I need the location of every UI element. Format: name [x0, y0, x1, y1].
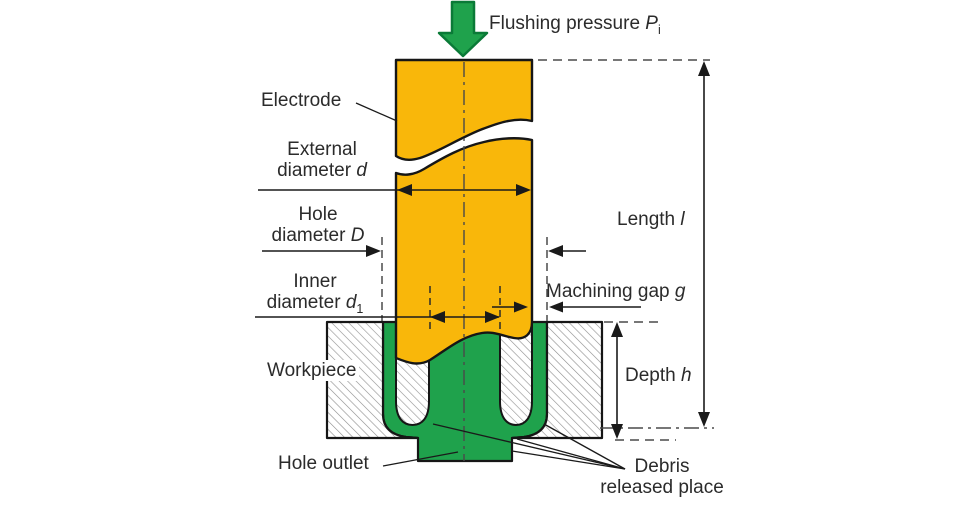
flushing-arrow-icon	[437, 0, 489, 58]
dimension-inner-diameter	[255, 311, 500, 323]
dimension-length	[698, 61, 710, 427]
dimension-machining-gap	[492, 301, 641, 313]
electrode-wall-section-right	[499, 325, 533, 427]
hole-outlet-leader-line	[382, 451, 459, 467]
hole-outlet-label: Hole outlet	[278, 453, 369, 474]
debris-leader-lines	[432, 423, 626, 470]
length-label: Length l	[617, 209, 685, 230]
electrode-wall-section-left	[395, 347, 430, 427]
flushing-pressure-label: Flushing pressure Pi	[489, 13, 661, 37]
workpiece-right-block	[510, 320, 604, 440]
electrode-upper-shape	[394, 58, 534, 161]
electrode-label: Electrode	[261, 90, 342, 111]
dimension-hole-diameter	[262, 245, 586, 257]
workpiece-left-block	[325, 320, 420, 440]
dimension-external-diameter	[258, 184, 531, 196]
machining-gap-label: Machining gap g	[546, 281, 686, 302]
workpiece-label: Workpiece	[264, 360, 360, 381]
dimension-depth	[611, 322, 623, 439]
electrode-leader-line	[355, 102, 398, 122]
depth-label: Depth h	[625, 365, 692, 386]
